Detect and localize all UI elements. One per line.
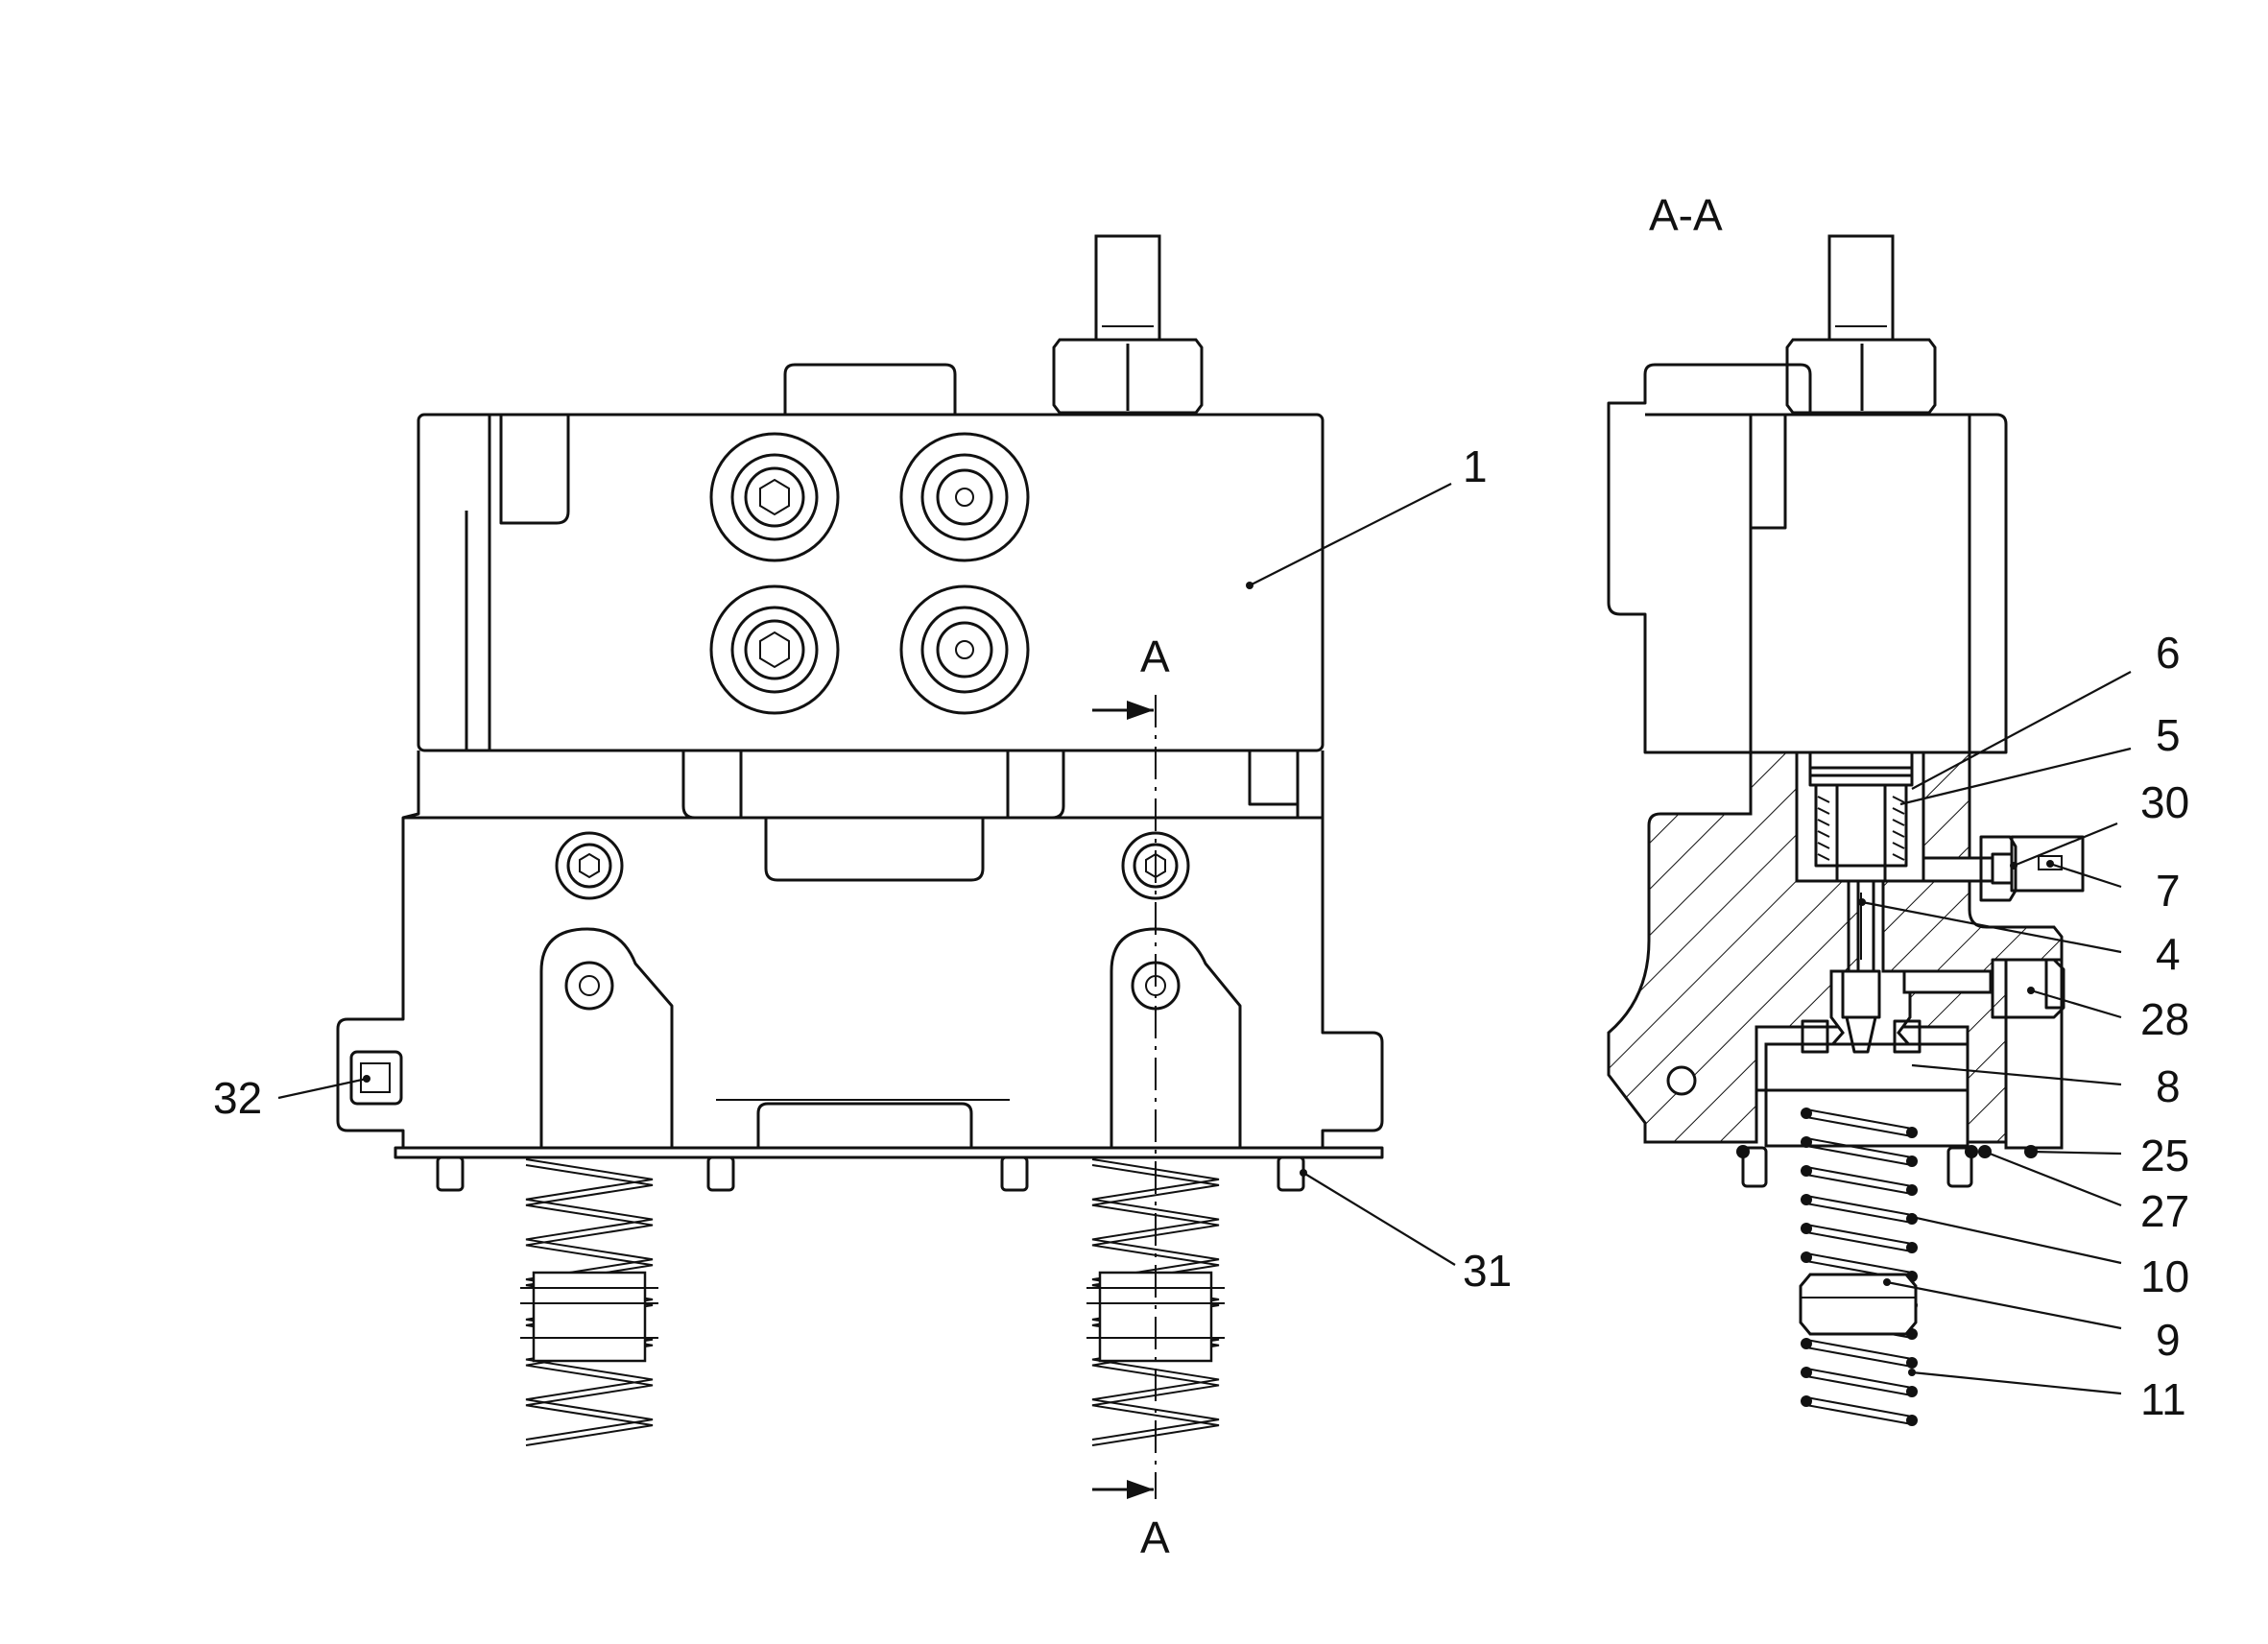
callout-5: 5	[2156, 710, 2181, 760]
callout-27: 27	[2140, 1186, 2189, 1236]
callout-labels: 1 6 5 30 7 4 28 8 25 27 10 9 11 31 32	[213, 441, 2189, 1424]
section-view: A-A	[1607, 190, 2085, 1426]
section-marker-top: A	[1140, 631, 1170, 681]
section-spring	[1801, 1108, 1918, 1426]
callout-25: 25	[2140, 1131, 2189, 1180]
front-spring-left	[520, 1158, 658, 1446]
section-title: A-A	[1649, 190, 1723, 240]
callout-32: 32	[213, 1073, 262, 1123]
callout-28: 28	[2140, 994, 2189, 1044]
callout-10: 10	[2140, 1251, 2189, 1301]
callout-7: 7	[2156, 866, 2181, 916]
callout-8: 8	[2156, 1061, 2181, 1111]
callout-31: 31	[1463, 1246, 1512, 1296]
front-view: A A	[336, 234, 1384, 1562]
callout-30: 30	[2140, 777, 2189, 827]
section-marker-bottom: A	[1140, 1513, 1170, 1562]
front-fitting	[1052, 234, 1204, 415]
callout-9: 9	[2156, 1315, 2181, 1365]
callout-1: 1	[1463, 441, 1488, 491]
leaders	[277, 483, 2132, 1395]
front-pins	[436, 1156, 1305, 1192]
callout-11: 11	[2140, 1374, 2186, 1424]
callout-6: 6	[2156, 628, 2181, 678]
callout-4: 4	[2156, 929, 2181, 979]
front-ports	[709, 432, 1030, 715]
